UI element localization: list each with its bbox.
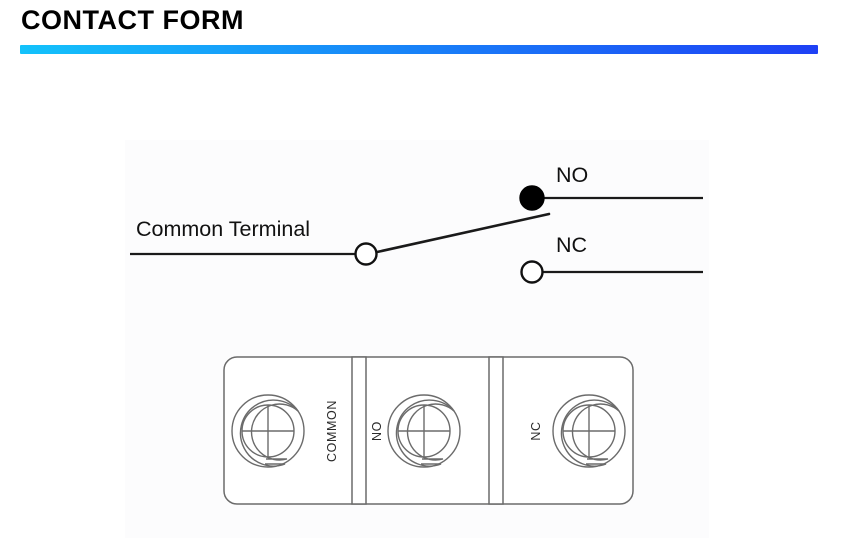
divider-strip-2 (488, 356, 504, 505)
moving-contact-arm (375, 212, 551, 254)
terminal-block: COMMON NO NC (223, 356, 634, 505)
screw-terminal-common (231, 394, 305, 468)
contact-form-diagram: Common Terminal NO NC COMMON (0, 60, 845, 541)
common-pivot-node (354, 242, 378, 266)
no-label: NO (556, 163, 588, 187)
divider-strip-1 (351, 356, 367, 505)
terminal-label-common: COMMON (325, 400, 339, 462)
page-title: CONTACT FORM (21, 5, 244, 35)
title-gradient-rule (20, 45, 818, 54)
diagram-svg: Common Terminal NO NC COMMON (125, 140, 709, 538)
screw-terminal-no (387, 394, 461, 468)
no-contact-node (519, 185, 545, 211)
terminal-label-no: NO (370, 421, 384, 441)
terminal-label-nc: NC (529, 421, 543, 440)
nc-contact-node (520, 260, 544, 284)
nc-label: NC (556, 233, 587, 257)
screw-terminal-nc (552, 394, 626, 468)
common-terminal-label: Common Terminal (136, 217, 310, 241)
